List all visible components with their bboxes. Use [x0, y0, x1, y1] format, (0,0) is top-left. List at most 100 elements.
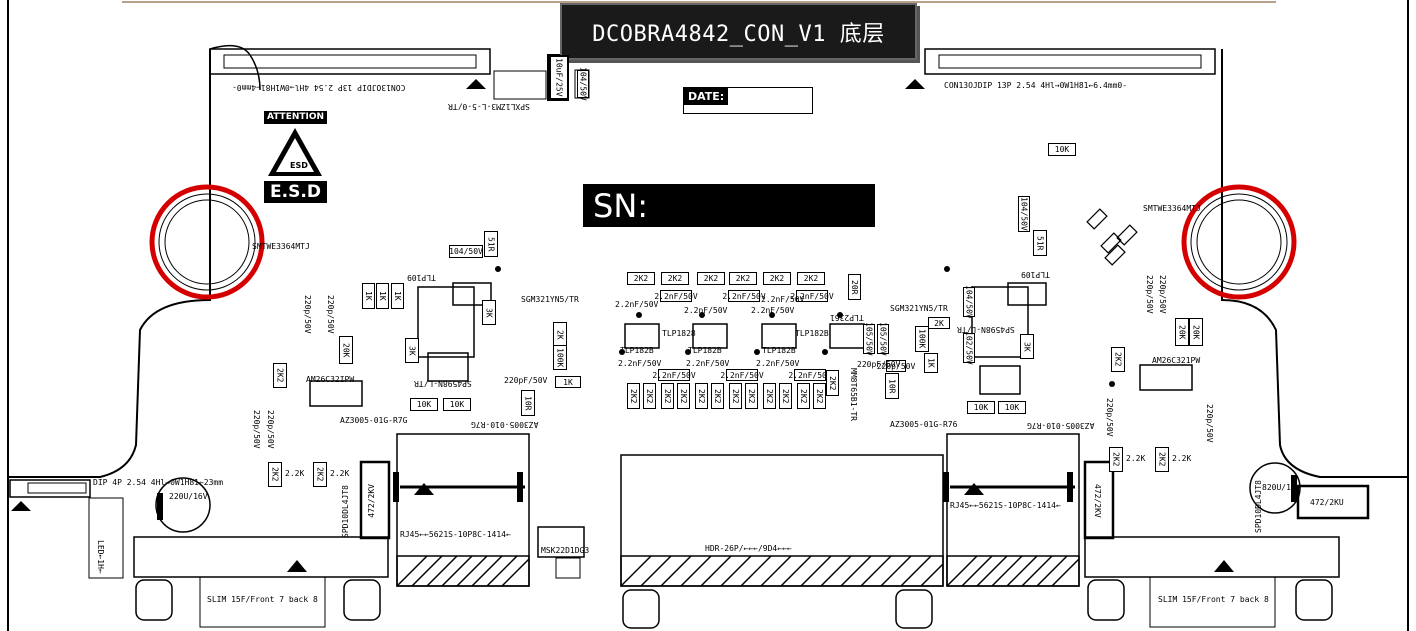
res-1k-right: 1K: [924, 353, 938, 373]
cap-2n2-top-3: 2.2nF/50V: [790, 290, 834, 302]
mm8t-label: MM8T65B1-TR: [849, 368, 858, 421]
cap-2n2-label-d: 2.2nF/50V: [761, 295, 805, 304]
hdr-connector: [620, 454, 944, 587]
con-left-label: CON13OJDIP 13P 2.54 4Hl→0W1H81←4mm0-: [232, 83, 406, 92]
res-2k-right: 2K: [928, 317, 950, 329]
cap-820u-right: [1249, 462, 1301, 514]
res-1k-left: 1K: [555, 376, 581, 388]
esd-bottom-text: E.S.D: [264, 181, 327, 203]
cap-104-top: 104/50V: [577, 67, 589, 101]
am26-right-label: AM26C321PW: [1152, 356, 1201, 365]
cap-472-left-label: 472/2KV: [367, 484, 376, 518]
res-2k2-bot-4: 2K2: [677, 383, 690, 409]
cap-220u-label: 220U/16V: [169, 492, 208, 501]
cap-104-right: 104/50V: [1018, 196, 1030, 232]
res-2k2-right-a: 2K2: [1109, 447, 1123, 472]
res-51r-right: 51R: [1033, 230, 1047, 256]
res-10k-a: 10K: [410, 398, 438, 411]
cap-104-r2: 104/50V: [963, 285, 975, 319]
tlp182b-label-2: TLP182B: [688, 346, 722, 355]
res-2.2k-left-a: 2.2K: [285, 469, 305, 478]
cap-2n2-bot-1: 2.2nF/50V: [652, 369, 696, 381]
cap-10uf: 10uF/25V: [549, 55, 569, 100]
res-20k-right: 20K: [1175, 318, 1189, 346]
spxl-box: [493, 70, 547, 100]
date-field: DATE:: [683, 87, 813, 114]
serial-number-field: SN:: [583, 184, 875, 227]
res-2k2-bot-10: 2K2: [779, 383, 792, 409]
res-2k2-bot-2: 2K2: [643, 383, 656, 409]
res-20k-left: 20K: [339, 336, 353, 364]
dip4p: [9, 479, 91, 498]
res-2k2-bot-11: 2K2: [797, 383, 810, 409]
res-2k2-bot-12: 2K2: [813, 383, 826, 409]
smt-left-label: SMTWE3364MTJ: [252, 242, 310, 251]
res-2k2-right-b: 2K2: [1155, 447, 1169, 472]
res-2.2k-left-b: 2.2K: [330, 469, 350, 478]
res-51r-left: 51R: [484, 231, 498, 257]
res-2k2-top-1: 2K2: [627, 272, 655, 285]
tlp-right-label: TLP109: [1021, 270, 1050, 279]
con-right-label: CON13OJDIP 13P 2.54 4Hl→0W1H81←6.4mm0-: [944, 81, 1128, 90]
res-2k2-left-a: 2K2: [273, 363, 287, 388]
led-label: LED←1H←: [96, 540, 105, 574]
tlp1828-label: TLP1828: [662, 329, 696, 338]
az-left-label: AZ3005-01G-R7G: [340, 416, 408, 425]
dip4p-label: DIP 4P 2.54 4Hl→0W1H81←23mm: [93, 478, 224, 487]
sgm-left-label: SGM321YN5/TR: [521, 295, 579, 304]
cap-2n2-label-e: 2.2nF/50V: [618, 359, 662, 368]
res-1k-a: 1K: [362, 283, 375, 309]
res-2k2-bot-6: 2K2: [711, 383, 724, 409]
res-20k-right2: 20K: [1189, 318, 1203, 346]
board-outline-right: [1221, 0, 1409, 631]
mounting-hole-left: [149, 184, 265, 300]
cap-2n2-top-2: 2.2nF/50V: [722, 290, 766, 302]
res-2k2-bot-7: 2K2: [729, 383, 742, 409]
res-2k2-left-b: 2K2: [268, 462, 282, 487]
res-10k-b: 10K: [443, 398, 471, 411]
res-2k2-left-c: 2K2: [313, 462, 327, 487]
az-right-label: AZ3005-01G-R76: [890, 420, 958, 429]
res-2k2-top-5: 2K2: [763, 272, 791, 285]
az-right2-label: AZ3005-010-R7G: [1027, 421, 1095, 430]
cap-2n2-top-1: 2.2nF/50V: [654, 290, 698, 302]
res-2k2-top-4: 2K2: [729, 272, 757, 285]
cap-102-right: 102/50V: [963, 331, 975, 365]
cap-2n2-bot-3: 2.2nF/50V: [788, 369, 832, 381]
date-label: DATE:: [684, 88, 729, 105]
tlp182b-label-3: TLP182B: [762, 346, 796, 355]
cap-220p-right-c: 220p/50V: [1105, 398, 1114, 437]
res-2k2-bot-13: 2K2: [826, 370, 839, 396]
tlp182b-label-4: TLP182B: [795, 329, 829, 338]
rj45-right-label: RJ45←←5621S-10P8C-1414←: [950, 501, 1061, 510]
tlp182b-label-1: TLP182B: [620, 346, 654, 355]
res-10k-d: 10K: [998, 401, 1026, 414]
header-right: [924, 48, 1216, 75]
res-10r-left: 10R: [521, 390, 535, 416]
res-2k2-bot-5: 2K2: [695, 383, 708, 409]
am26-left-label: AM26C32IPW: [306, 375, 355, 384]
res-2k2-bot-1: 2K2: [627, 383, 640, 409]
cap-2n2-label-b: 2.2nF/50V: [684, 306, 728, 315]
cap-220pf-left: 220pF/50V: [504, 376, 548, 385]
esd-attention-text: ATTENTION: [264, 111, 327, 124]
res-100k-left: 100K: [553, 345, 567, 370]
slim-right-label: SLIM 15F/Front 7 back 8: [1158, 595, 1269, 604]
smt-right-label: SMTWE3364MTJ: [1143, 204, 1201, 213]
slim-right: [1084, 536, 1340, 578]
cap-220pf-right: 220pF/50V: [857, 360, 901, 369]
cap-472-2ku-label: 472/2KU: [1310, 498, 1344, 507]
res-2.2k-right-a: 2.2K: [1126, 454, 1146, 463]
cap-472-right-label: 472/2KV: [1093, 484, 1102, 518]
res-2k2-bot-8: 2K2: [745, 383, 758, 409]
sgm-right-label: SGM321YN5/TR: [890, 304, 948, 313]
cap-220p-right-b: 220p/50V: [1158, 275, 1167, 314]
cap-220p-right-a: 220p/50V: [1145, 275, 1154, 314]
tlp2361-label: TLP2361: [830, 313, 864, 322]
res-1k-b: 1K: [376, 283, 389, 309]
sp-left-label: SP4598N-L/TR: [414, 379, 472, 388]
cap-220p-left-d: 220p/50V: [266, 410, 275, 449]
res-3k-left2: 3K: [482, 300, 496, 325]
cap-220u-left: [155, 477, 211, 533]
spd-left-label: SPD10DL4JT8: [341, 485, 350, 538]
